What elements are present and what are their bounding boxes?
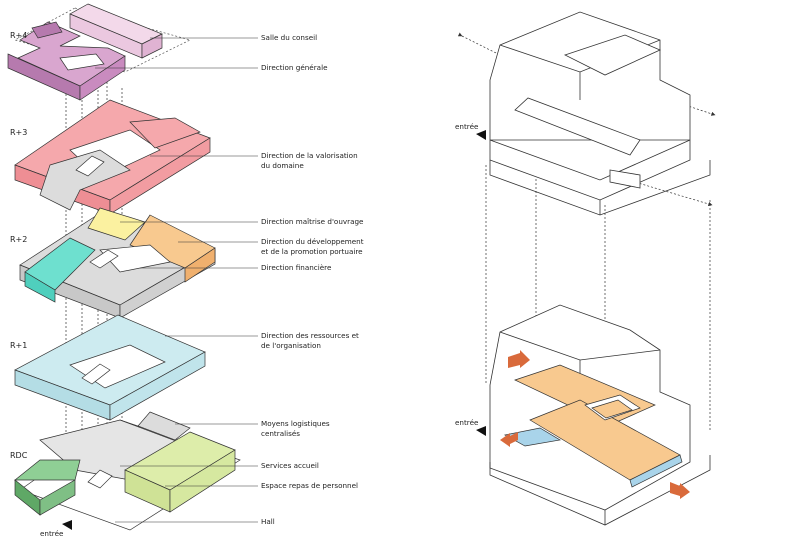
block-maitrise-ouvrage — [87, 207, 146, 241]
entrance-marker-right-bottom — [476, 426, 486, 436]
label-logistiques-line1: Moyens logistiques — [261, 419, 330, 428]
label-salle-du-conseil: Salle du conseil — [261, 33, 317, 42]
label-developpement-line1: Direction du développement — [261, 237, 364, 246]
level-label-r3: R+3 — [10, 128, 27, 137]
block-teal — [24, 237, 96, 303]
entrance-label-right-bottom: entrée — [455, 418, 479, 427]
arrow-icon — [500, 432, 518, 447]
upper-volume — [489, 11, 711, 216]
arrow-icon — [508, 350, 530, 368]
leader-lines — [95, 37, 258, 523]
floor-r1: R+1 — [10, 314, 206, 421]
entrance-marker-left — [62, 520, 72, 530]
label-valorisation-line2: du domaine — [261, 161, 304, 170]
block-green — [14, 459, 81, 516]
entrance-label-right-top: entrée — [455, 122, 479, 131]
label-financiere: Direction financière — [261, 263, 332, 272]
label-hall: Hall — [261, 517, 275, 526]
label-maitrise-ouvrage: Direction maîtrise d'ouvrage — [261, 217, 364, 226]
level-label-rdc: RDC — [10, 451, 28, 460]
label-ressources-line1: Direction des ressources et — [261, 331, 359, 340]
block-repas — [124, 431, 236, 513]
entrance-marker-right-top — [476, 130, 486, 140]
floor-r2: R+2 — [10, 207, 216, 319]
flow-arrows — [500, 350, 690, 499]
floor-r4: R+4 — [7, 3, 191, 101]
level-label-r1: R+1 — [10, 341, 27, 350]
floor-r3: R+3 — [10, 99, 211, 215]
label-repas: Espace repas de personnel — [261, 481, 358, 490]
block-direction-generale — [7, 21, 126, 101]
floor-rdc: RDC entrée — [10, 411, 241, 538]
label-ressources-line2: de l'organisation — [261, 341, 321, 350]
block-logistiques — [137, 411, 191, 441]
label-developpement-line2: et de la promotion portuaire — [261, 247, 363, 256]
block-salle-du-conseil — [69, 3, 163, 59]
arrow-icon — [670, 482, 690, 499]
level-label-r4: R+4 — [10, 31, 27, 40]
label-valorisation-line1: Direction de la valorisation — [261, 151, 358, 160]
label-direction-generale: Direction générale — [261, 63, 328, 72]
entrance-label-left: entrée — [40, 529, 64, 538]
label-logistiques-line2: centralisés — [261, 429, 300, 438]
label-accueil: Services accueil — [261, 461, 319, 470]
highlighted-hall-volume — [503, 364, 683, 488]
labels: Salle du conseil Direction générale Dire… — [261, 33, 364, 526]
level-label-r2: R+2 — [10, 235, 27, 244]
